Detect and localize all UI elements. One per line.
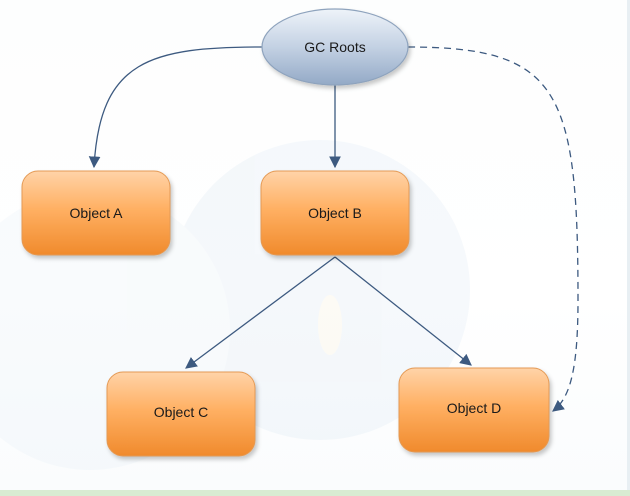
object-d-label: Object D xyxy=(447,400,501,416)
right-edge-strip xyxy=(627,0,630,496)
object-a-node: Object A xyxy=(21,170,171,256)
edge-gcroots-to-object-d-dashed xyxy=(407,46,579,412)
object-c-node: Object C xyxy=(106,371,256,457)
object-b-label: Object B xyxy=(308,205,362,221)
edge-object-b-to-object-c xyxy=(185,256,336,369)
bottom-bar xyxy=(0,490,630,496)
edge-object-b-to-object-d xyxy=(334,256,472,366)
object-a-label: Object A xyxy=(70,205,124,221)
object-b-node: Object B xyxy=(260,170,410,256)
gc-roots-label: GC Roots xyxy=(304,39,365,55)
edge-gcroots-to-object-a xyxy=(88,46,264,169)
object-d-node: Object D xyxy=(398,367,550,453)
object-c-label: Object C xyxy=(154,404,208,420)
gc-roots-node: GC Roots xyxy=(261,8,409,86)
